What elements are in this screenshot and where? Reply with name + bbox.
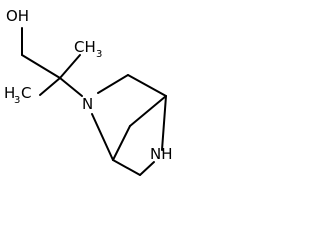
- n-secondary-label: NH: [150, 145, 173, 163]
- structure-canvas: OH CH 3 H 3 C N NH: [4, 7, 173, 176]
- bond-bridgehead-ch2-down: [161, 95, 167, 151]
- bond-ch2-right-nh: [139, 161, 155, 176]
- bond-cq-n: [59, 77, 83, 97]
- bond-cq-methyl-top: [59, 54, 81, 79]
- bond-n-ch2-top: [97, 74, 129, 94]
- oh-label: OH: [6, 7, 29, 25]
- n-tertiary-label: N: [82, 95, 93, 113]
- methyl-left-c-label: C: [21, 84, 31, 102]
- bond-ch2-top-bridgehead: [127, 74, 167, 97]
- bond-cq-methyl-left: [39, 77, 61, 96]
- methyl-left-subscript: 3: [14, 95, 20, 106]
- bond-ch2-cq: [21, 54, 61, 79]
- methyl-top-subscript: 3: [96, 49, 102, 60]
- bond-ch-bottom-ch2-right: [112, 159, 141, 176]
- bond-ch2-up-bridgehead: [129, 95, 167, 127]
- molecule-structure: OH CH 3 H 3 C N NH: [4, 7, 173, 176]
- bond-ch-bottom-ch2-up: [112, 125, 131, 161]
- bond-n-ch-bottom: [91, 113, 114, 161]
- methyl-left-h-label: H: [4, 84, 15, 102]
- methyl-top-c-label: CH: [74, 38, 96, 56]
